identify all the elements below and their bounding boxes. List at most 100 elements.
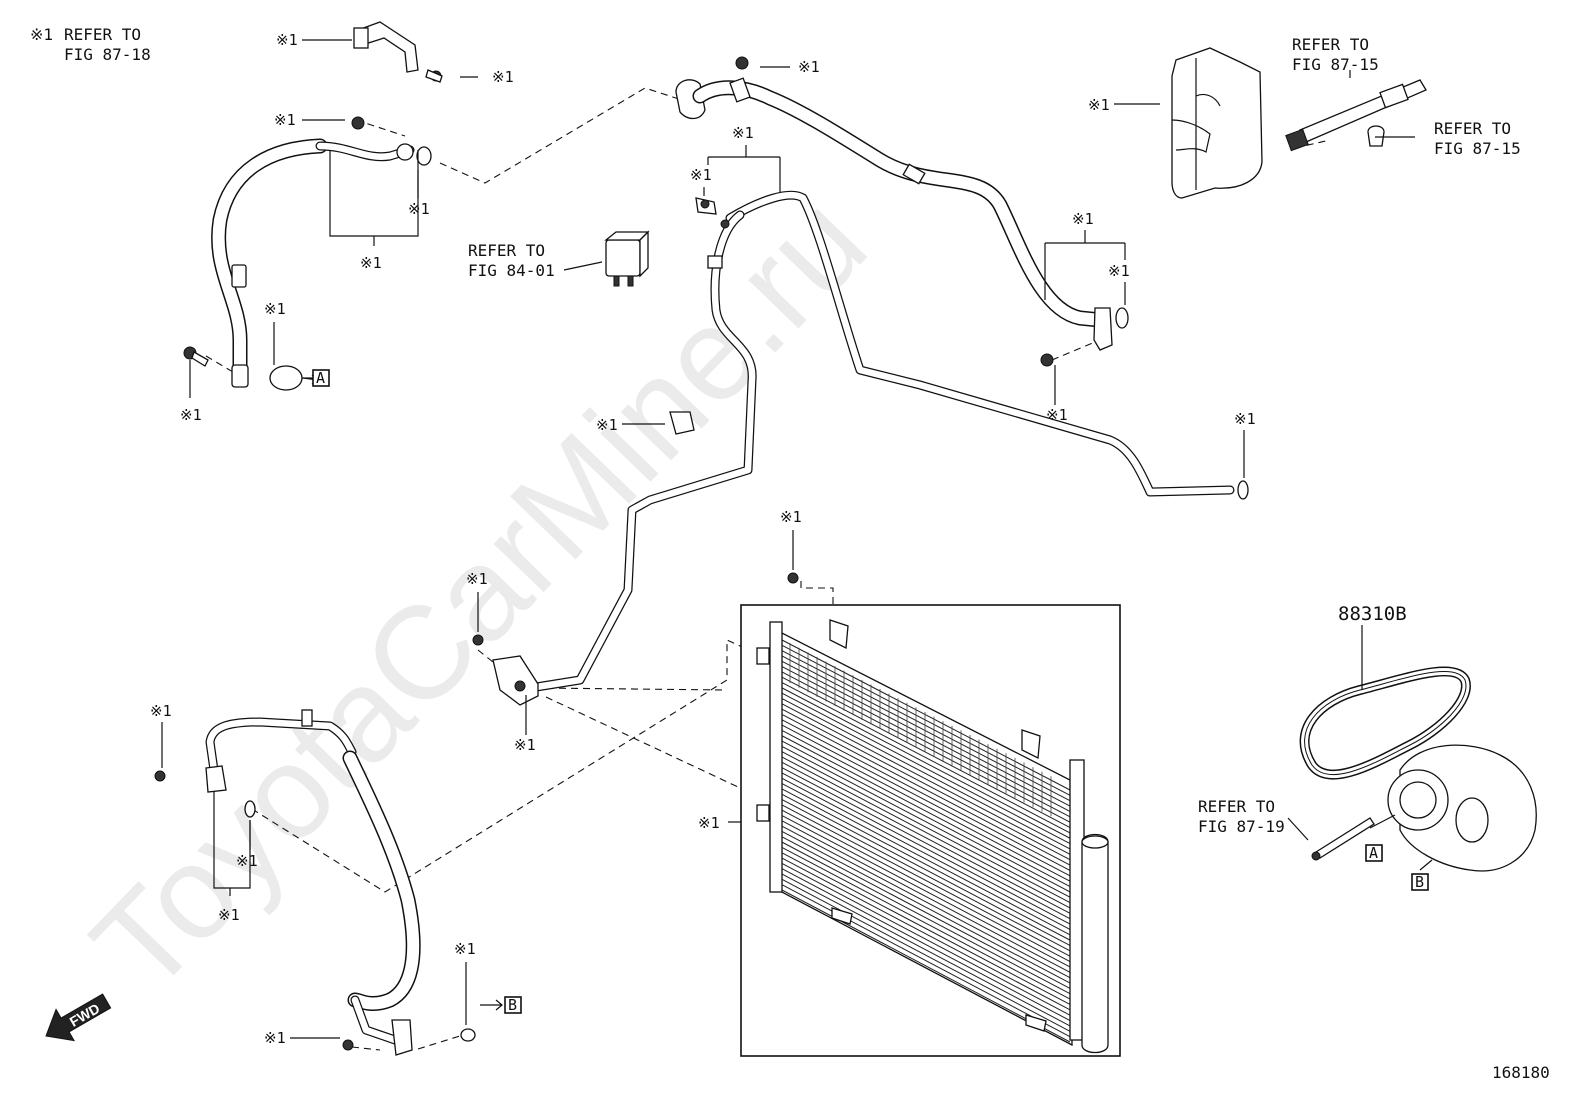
connector-a-label: A [1369, 844, 1378, 862]
condenser-fin-line [781, 889, 1071, 1043]
star-label: ※1 [698, 814, 720, 832]
star-label: ※1 [264, 1029, 286, 1047]
condenser-fin-line [781, 639, 1071, 791]
condenser-fin-line [781, 644, 1071, 796]
condenser-fin-line [781, 650, 1071, 802]
ref-line2: FIG 87-15 [1292, 55, 1379, 74]
label-leaders [161, 39, 1433, 1039]
ref-fig-87-15-b: REFER TO FIG 87-15 [1434, 119, 1521, 158]
condenser-fin-line [781, 836, 1071, 989]
ref-line1: REFER TO [1292, 35, 1369, 54]
ref-fig-84-01: REFER TO FIG 84-01 [468, 241, 603, 280]
condenser-fin-line [781, 729, 1071, 882]
condenser-fin-line [781, 692, 1071, 845]
condenser-fin-line [781, 740, 1071, 893]
star-label: ※1 [596, 416, 618, 434]
condenser-fin-line [781, 857, 1071, 1011]
upper-left-hose [183, 116, 432, 391]
relay [604, 230, 650, 287]
upper-right-duct [1171, 47, 1263, 199]
star-label: ※1 [1108, 262, 1130, 280]
star-label: ※1 [798, 58, 820, 76]
connector-b-label: B [1415, 873, 1424, 891]
legend-line2: FIG 87-18 [64, 45, 151, 64]
star-label: ※1 [690, 166, 712, 184]
condenser-fin-line [781, 884, 1071, 1038]
legend-mark: ※1 [30, 25, 53, 44]
star-label: ※1 [236, 852, 258, 870]
condenser-fin-line [781, 777, 1071, 930]
connector-a-label: A [316, 369, 325, 387]
connector-b-left: B [504, 996, 522, 1014]
condenser-fin-line [781, 703, 1071, 855]
figure-number: 168180 [1492, 1063, 1550, 1082]
condenser-fin-line [781, 745, 1071, 898]
condenser-fin-line [781, 799, 1071, 952]
star-label: ※1 [180, 406, 202, 424]
fwd-arrow-icon: FWD [45, 993, 112, 1042]
condenser-fin-line [781, 687, 1071, 839]
condenser-fin-line [781, 660, 1071, 812]
star-label: ※1 [732, 124, 754, 142]
condenser-fin-line [781, 793, 1071, 946]
condenser [756, 572, 1109, 1054]
condenser-fin-line [781, 719, 1071, 871]
ref-line2: FIG 84-01 [468, 261, 555, 280]
suction-hose [675, 56, 1129, 367]
ref-line2: FIG 87-15 [1434, 139, 1521, 158]
condenser-fin-line [781, 852, 1071, 1005]
star-label: ※1 [264, 300, 286, 318]
condenser-fin-line [781, 714, 1071, 866]
star-label: ※1 [1046, 406, 1068, 424]
condenser-fin-line [781, 815, 1071, 968]
legend-note: ※1 REFER TO FIG 87-18 [30, 25, 151, 64]
condenser-fin-line [781, 878, 1071, 1032]
connector-a-right: A [1365, 844, 1383, 862]
ref-fig-87-15-a: REFER TO FIG 87-15 [1292, 35, 1379, 74]
condenser-fin-line [781, 772, 1071, 925]
condenser-fin-line [781, 761, 1071, 914]
connector-a-left: A [312, 369, 330, 387]
star-label: ※1 [218, 906, 240, 924]
condenser-fin-line [781, 868, 1071, 1021]
legend-line1: REFER TO [64, 25, 141, 44]
star-label: ※1 [1088, 96, 1110, 114]
pressure-sensor [1285, 79, 1427, 152]
star-label: ※1 [492, 68, 514, 86]
compressor [1311, 744, 1537, 872]
ref-line2: FIG 87-19 [1198, 817, 1285, 836]
condenser-fin-line [781, 873, 1071, 1027]
condenser-fin-line [781, 809, 1071, 963]
ref-fig-87-19: REFER TO FIG 87-19 [1198, 797, 1285, 836]
condenser-fin-line [781, 676, 1071, 828]
connector-b-label: B [508, 996, 517, 1014]
condenser-fin-line [781, 666, 1071, 818]
connector-b-right: B [1411, 873, 1429, 891]
condenser-fin-line [781, 751, 1071, 904]
star-labels: ※1 ※1 ※1 ※1 ※1 ※1 ※1 ※1 ※1 ※1 ※1 ※1 ※1 ※… [150, 31, 1256, 1047]
star-label: ※1 [276, 31, 298, 49]
condenser-fin-line [781, 825, 1071, 979]
condenser-fin-line [781, 847, 1071, 1000]
star-label: ※1 [150, 702, 172, 720]
condenser-fin-line [781, 698, 1071, 850]
star-label: ※1 [780, 508, 802, 526]
condenser-fin-line [781, 756, 1071, 909]
condenser-fin-line [781, 655, 1071, 807]
ref-line1: REFER TO [468, 241, 545, 260]
lower-left-hose [154, 709, 476, 1056]
star-label: ※1 [360, 254, 382, 272]
star-label: ※1 [408, 200, 430, 218]
condenser-fin-line [781, 671, 1071, 823]
ref-line1: REFER TO [1198, 797, 1275, 816]
star-label: ※1 [454, 940, 476, 958]
condenser-fin-line [781, 831, 1071, 984]
condenser-fin-line [781, 820, 1071, 973]
star-label: ※1 [1072, 210, 1094, 228]
condenser-fin-line [781, 682, 1071, 834]
liquid-tube [472, 190, 1249, 706]
condenser-fin-line [781, 735, 1071, 887]
star-label: ※1 [274, 111, 296, 129]
